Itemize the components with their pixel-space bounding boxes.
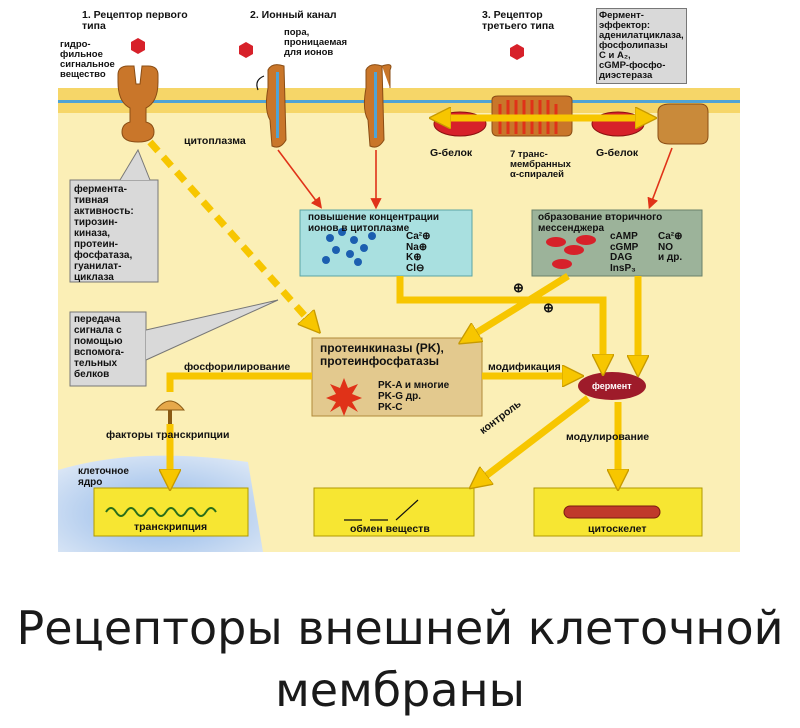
diagram-graphics bbox=[58, 0, 740, 552]
g-protein-right-label: G-белок bbox=[596, 147, 639, 159]
receptor-diagram: 1. Рецептор первого типа 2. Ионный канал… bbox=[58, 0, 740, 552]
membrane-inner-layer bbox=[58, 103, 740, 113]
pore-label: пора, проницаемая для ионов bbox=[284, 27, 348, 58]
membrane-outer-layer bbox=[58, 88, 740, 100]
hydrophilic-label: гидро- фильное сигнальное вещество bbox=[60, 39, 115, 80]
cytoskeleton-label: цитоскелет bbox=[588, 523, 647, 535]
helper-text: передача сигнала с помощью вспомога- тел… bbox=[74, 314, 124, 380]
arrow-ions-to-enzyme bbox=[396, 276, 603, 365]
effector-enzyme-icon bbox=[657, 103, 709, 145]
receptor-3-title: 3. Рецептор третьего типа bbox=[482, 9, 555, 32]
kinase-list: PK-A и многие PK-G др. PK-C bbox=[378, 380, 450, 413]
metabolism-arrows-icon bbox=[344, 499, 419, 521]
modification-label: модификация bbox=[488, 361, 561, 373]
enzyme-label: фермент bbox=[592, 381, 632, 391]
g-protein-left-label: G-белок bbox=[430, 147, 473, 159]
arrow-second-to-kinase bbox=[468, 273, 570, 338]
ion-box-title: повышение концентрации ионов в цитоплазм… bbox=[308, 212, 440, 234]
receptor-1-icon bbox=[117, 38, 159, 143]
metabolism-box-shape bbox=[313, 487, 475, 537]
ion-list: Ca²⊕ Na⊕ K⊕ Cl⊖ bbox=[406, 231, 431, 274]
enzyme-activity-box-shape bbox=[69, 179, 159, 283]
receptor-2-title: 2. Ионный канал bbox=[250, 9, 337, 21]
plus-sign-1: ⊕ bbox=[513, 280, 524, 295]
membrane-blue-line bbox=[58, 100, 740, 103]
ion-box-shape bbox=[299, 209, 473, 277]
second-messenger-icons bbox=[546, 235, 596, 269]
cytoskeleton-icon bbox=[563, 505, 661, 519]
effector-label: Фермент- эффектор: аденилатциклаза, фосф… bbox=[596, 8, 687, 84]
arrow-r1-to-kinase bbox=[147, 139, 313, 325]
nucleus-label: клеточное ядро bbox=[78, 466, 129, 488]
helper-pointer bbox=[145, 299, 279, 361]
second-messenger-col2: Ca²⊕ NO и др. bbox=[658, 231, 683, 263]
red-arrow-channel-a bbox=[277, 149, 323, 209]
second-messenger-title: образование вторичного мессенджера bbox=[538, 212, 663, 234]
helper-box-shape bbox=[69, 311, 147, 387]
transcription-factor-icon bbox=[154, 400, 186, 411]
receptor-1-title: 1. Рецептор первого типа bbox=[82, 9, 188, 32]
kinase-title: протеинкиназы (PK), протеинфосфатазы bbox=[320, 341, 444, 368]
arrow-phosphorylation bbox=[166, 372, 312, 392]
transcription-factors-label: факторы транскрипции bbox=[106, 429, 230, 441]
cytoplasm-label: цитоплазма bbox=[184, 135, 246, 147]
second-messenger-col1: cAMP cGMP DAG InsP₃ bbox=[610, 231, 639, 274]
modulation-label: модулирование bbox=[566, 431, 650, 443]
enzyme-activity-text: фермента- тивная активность: тирозин- ки… bbox=[74, 184, 134, 283]
transcription-label: транскрипция bbox=[134, 521, 208, 533]
red-arrow-effector bbox=[647, 147, 673, 210]
kinase-star-icon bbox=[326, 378, 362, 416]
transcription-box-shape bbox=[93, 487, 249, 537]
enzyme-oval bbox=[578, 372, 646, 400]
ions-icon bbox=[322, 228, 376, 266]
metabolism-label: обмен веществ bbox=[350, 523, 430, 535]
arrow-control bbox=[478, 395, 591, 482]
enzyme-pointer bbox=[119, 148, 151, 181]
ion-channel-icon bbox=[239, 42, 392, 148]
dna-icon bbox=[105, 507, 217, 517]
phosphorylation-label: фосфорилирование bbox=[184, 361, 291, 373]
plus-sign-2: ⊕ bbox=[543, 300, 554, 315]
caption-line-1: Рецепторы внешней клеточной bbox=[16, 601, 784, 655]
seven-helices-label: 7 транс- мембранных α-спиралей bbox=[510, 149, 571, 180]
caption-line-2: мембраны bbox=[275, 663, 525, 717]
